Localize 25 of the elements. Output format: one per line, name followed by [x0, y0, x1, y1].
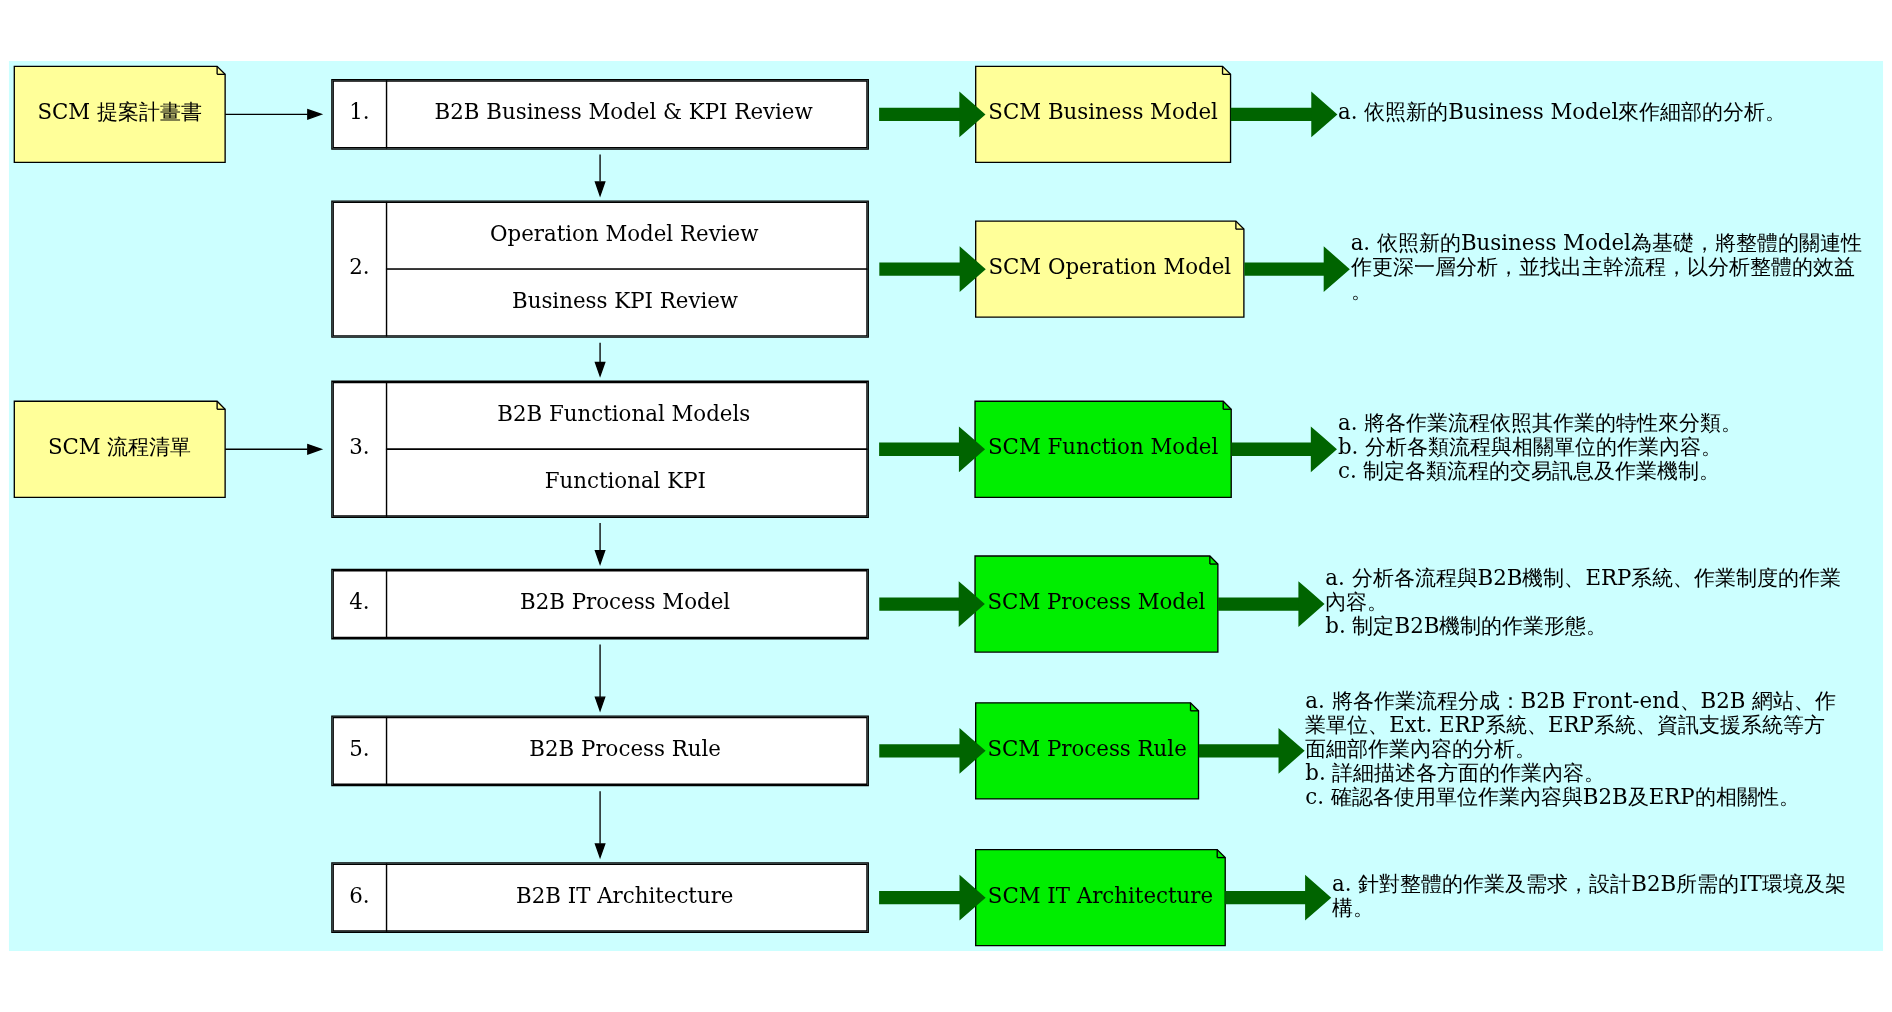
arrow [879, 426, 986, 473]
node-text: a. 將各作業流程依照其作業的特性來分類。 b. 分析各類流程與相關單位的作業內容。 c. 制定各類流程的交易訊息及作業機制。 [1337, 410, 1743, 484]
node-text: a. 依照新的Business Model為基礎，將整體的關連性作更深一層分析，並找出主幹流程，以分析整體的效益。 [1350, 230, 1862, 304]
arrow [1231, 426, 1337, 473]
arrow [594, 790, 606, 860]
arrow [1230, 91, 1338, 138]
arrow [879, 874, 986, 921]
arrow [594, 643, 606, 713]
arrow [879, 246, 986, 292]
arrow [594, 342, 606, 378]
arrow [1225, 874, 1332, 921]
arrow [879, 581, 985, 627]
arrow [879, 727, 986, 774]
node-text: a. 依照新的Business Model來作細部的分析。 [1337, 99, 1787, 125]
arrow [224, 443, 324, 455]
node-text: a. 分析各流程與B2B機制、ERP系統、作業制度的作業內容。 b. 制定B2B機制的作業形態。 [1325, 565, 1842, 639]
node-text: a. 將各作業流程分成：B2B Front-end、B2B 網站、作業單位、Ext. ERP系統、ERP系統、資訊支援系統等方面細部作業內容的分析。 b. 詳細描述各方面的作業內容。 c. 確認各使用單位作業內容與B2B及ERP的相關性。 [1305, 687, 1837, 809]
arrow [594, 522, 606, 566]
arrow [1198, 727, 1305, 774]
arrow [879, 91, 986, 138]
arrow [1218, 581, 1325, 627]
arrow [224, 108, 324, 120]
arrow [1244, 246, 1350, 292]
arrow [594, 153, 606, 198]
node-text: a. 針對整體的作業及需求，設計B2B所需的IT環境及架構。 [1331, 870, 1846, 920]
